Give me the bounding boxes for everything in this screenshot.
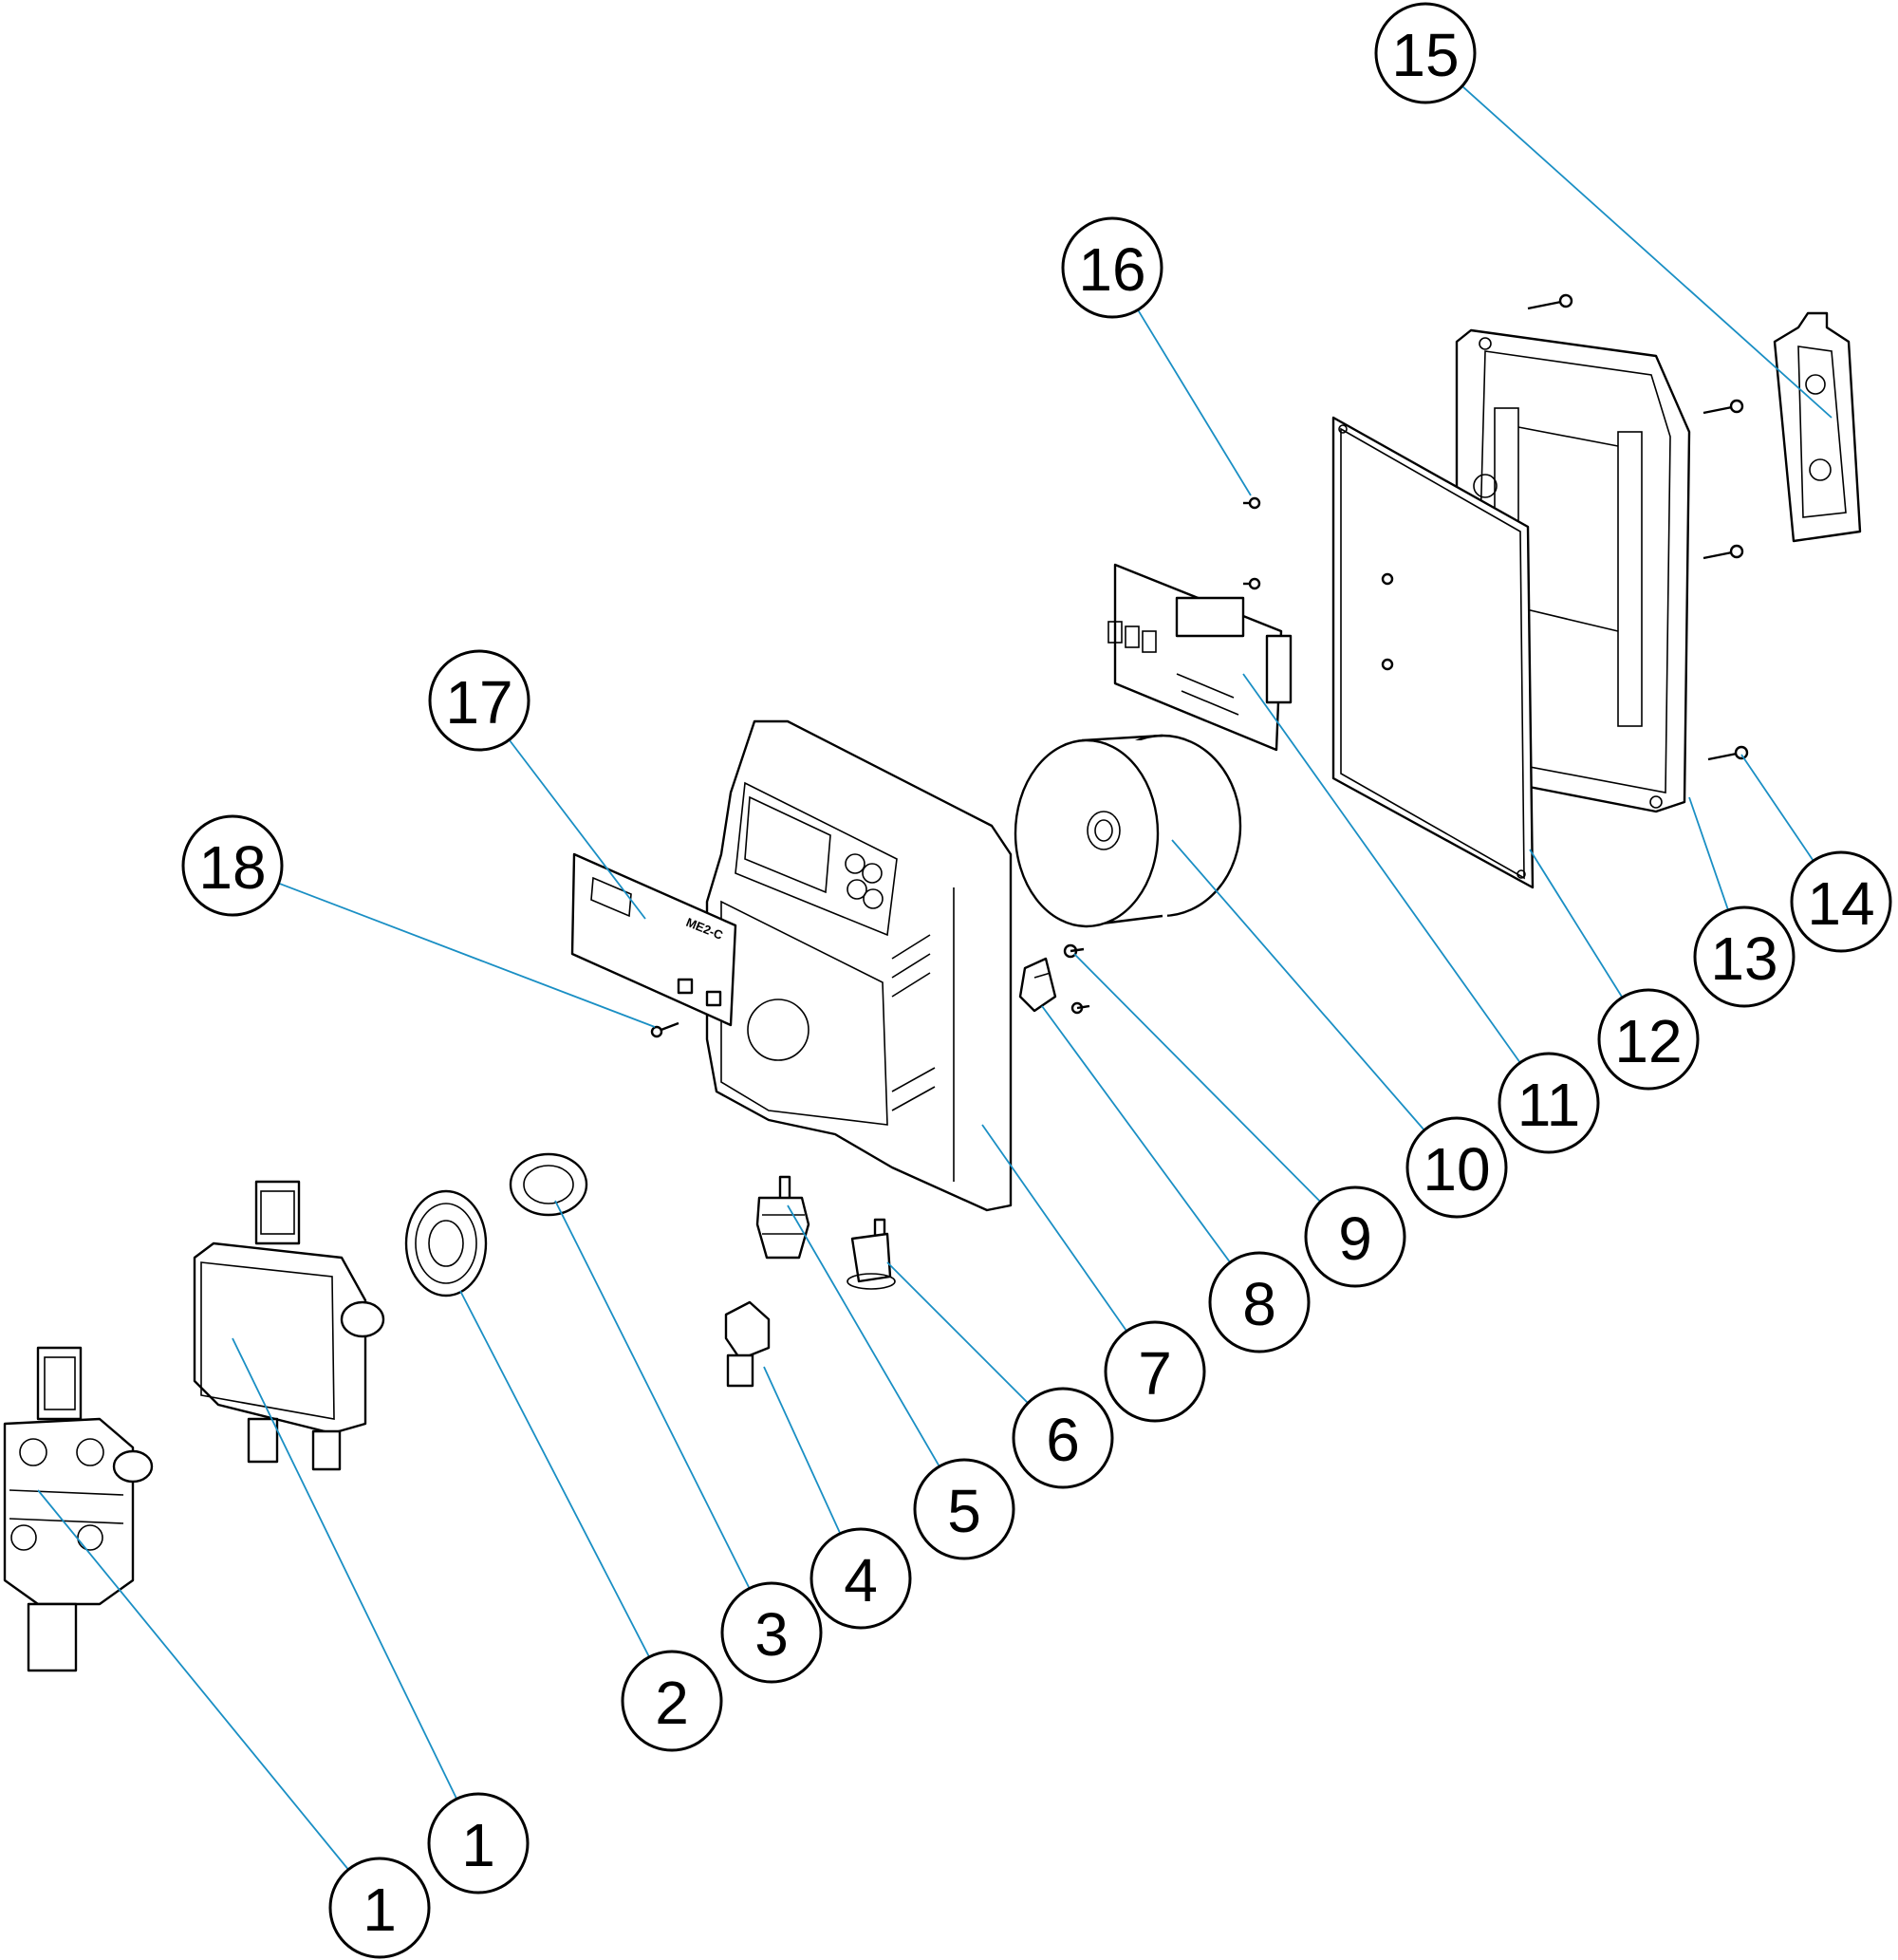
callout-diaphragm: 2 xyxy=(621,1650,723,1752)
gasket-part xyxy=(1331,416,1535,889)
leader-lines xyxy=(37,85,1833,1871)
solenoid-part xyxy=(1014,734,1242,928)
callout-circle xyxy=(1104,1320,1206,1423)
callout-circle xyxy=(1693,905,1796,1008)
callout-label-screw: 18 xyxy=(181,814,284,917)
callout-backup-ring: 3 xyxy=(720,1581,823,1684)
backup-ring-part xyxy=(509,1152,588,1217)
callout-back-cover: 13 xyxy=(1693,905,1796,1008)
cover-screws-part xyxy=(1527,293,1749,761)
cap-part xyxy=(847,1218,896,1290)
leader-line-pcb-screw xyxy=(1137,308,1252,496)
front-label-part: ME2-C xyxy=(570,852,737,1027)
callout-circle xyxy=(1304,1185,1406,1288)
callout-circle xyxy=(427,1792,530,1895)
callout-circle xyxy=(328,1857,431,1959)
callout-housing: 7 xyxy=(1104,1320,1206,1423)
leader-line-diaphragm xyxy=(459,1290,650,1658)
callout-pump-head-left: 1 xyxy=(328,1857,431,1959)
callout-circle xyxy=(809,1527,912,1630)
callout-circle xyxy=(913,1458,1015,1560)
leader-line-cover-screw xyxy=(1740,754,1814,862)
callout-number: 7 xyxy=(1138,1339,1172,1408)
leader-line-solenoid xyxy=(1171,839,1425,1131)
leader-line-wall-bracket xyxy=(1461,85,1833,419)
leader-line-label-screw xyxy=(278,882,656,1028)
callout-cable-gland: 5 xyxy=(913,1458,1015,1560)
leader-line-backup-ring xyxy=(554,1200,751,1589)
callout-pcb-screw: 16 xyxy=(1061,216,1163,319)
leader-line-circuit-board xyxy=(1242,673,1521,1064)
callout-bracket: 8 xyxy=(1208,1251,1311,1353)
callout-circle xyxy=(1405,1116,1508,1219)
leader-line-back-cover xyxy=(1688,796,1729,911)
leader-line-bracket xyxy=(1041,1005,1231,1263)
callout-number: 15 xyxy=(1391,21,1459,89)
callout-circle xyxy=(1061,216,1163,319)
callout-circle xyxy=(1498,1052,1600,1154)
callout-pump-head-right: 1 xyxy=(427,1792,530,1895)
leader-line-housing xyxy=(981,1124,1127,1332)
callout-number: 6 xyxy=(1046,1406,1080,1474)
callout-number: 9 xyxy=(1338,1204,1372,1273)
callout-circle xyxy=(1374,2,1477,104)
cable-gland-part xyxy=(755,1175,810,1260)
leader-line-cap xyxy=(886,1261,1029,1404)
screws-part xyxy=(1063,943,1090,1015)
housing-part xyxy=(705,719,1013,1212)
callout-circle xyxy=(621,1650,723,1752)
callout-circuit-board: 11 xyxy=(1498,1052,1600,1154)
callout-number: 4 xyxy=(844,1546,878,1615)
pcb-screws-part xyxy=(1243,496,1394,671)
callout-number: 5 xyxy=(947,1477,981,1545)
callout-number: 11 xyxy=(1517,1071,1580,1139)
callout-circle xyxy=(1012,1387,1114,1489)
bracket-part xyxy=(1018,957,1057,1013)
callout-circle xyxy=(428,649,530,752)
leader-line-screw xyxy=(1073,953,1321,1203)
pump-head-left-part xyxy=(3,1346,154,1672)
label-screw-part xyxy=(650,1021,679,1038)
callout-solenoid: 10 xyxy=(1405,1116,1508,1219)
callout-number: 13 xyxy=(1710,924,1777,993)
callout-circle xyxy=(1597,988,1700,1091)
leader-line-gasket xyxy=(1529,849,1624,999)
callout-circle xyxy=(181,814,284,917)
callout-number: 3 xyxy=(754,1600,789,1669)
wall-bracket-part xyxy=(1773,311,1862,543)
pump-head-right-part xyxy=(193,1180,385,1471)
callout-cover-screw: 14 xyxy=(1790,850,1892,953)
leader-line-cable-gland xyxy=(787,1204,940,1467)
callout-number: 1 xyxy=(461,1811,495,1879)
callout-cap: 6 xyxy=(1012,1387,1114,1489)
callout-front-label: 17 xyxy=(428,649,530,752)
callout-wall-bracket: 15 xyxy=(1374,2,1477,104)
leader-line-pump-head-right xyxy=(232,1337,458,1800)
callout-gasket: 12 xyxy=(1597,988,1700,1091)
callout-circle xyxy=(1790,850,1892,953)
leader-line-pump-head-left xyxy=(37,1489,349,1871)
callout-number: 2 xyxy=(655,1669,689,1737)
callout-circle xyxy=(720,1581,823,1684)
elbow-fitting-part xyxy=(724,1300,771,1388)
callout-elbow-fitting: 4 xyxy=(809,1527,912,1630)
leader-line-elbow-fitting xyxy=(763,1366,842,1535)
callout-screw: 9 xyxy=(1304,1185,1406,1288)
circuit-board-part xyxy=(1107,563,1293,752)
callout-number: 10 xyxy=(1423,1135,1490,1204)
leader-line-front-label xyxy=(508,738,646,920)
callout-number: 18 xyxy=(198,833,266,902)
callout-number: 17 xyxy=(445,668,512,737)
callout-number: 12 xyxy=(1614,1007,1682,1075)
callout-number: 1 xyxy=(363,1876,397,1944)
diaphragm-part xyxy=(404,1189,488,1297)
callout-circle xyxy=(1208,1251,1311,1353)
callout-number: 8 xyxy=(1242,1270,1276,1338)
callout-number: 16 xyxy=(1078,235,1145,304)
callout-number: 14 xyxy=(1807,869,1874,938)
